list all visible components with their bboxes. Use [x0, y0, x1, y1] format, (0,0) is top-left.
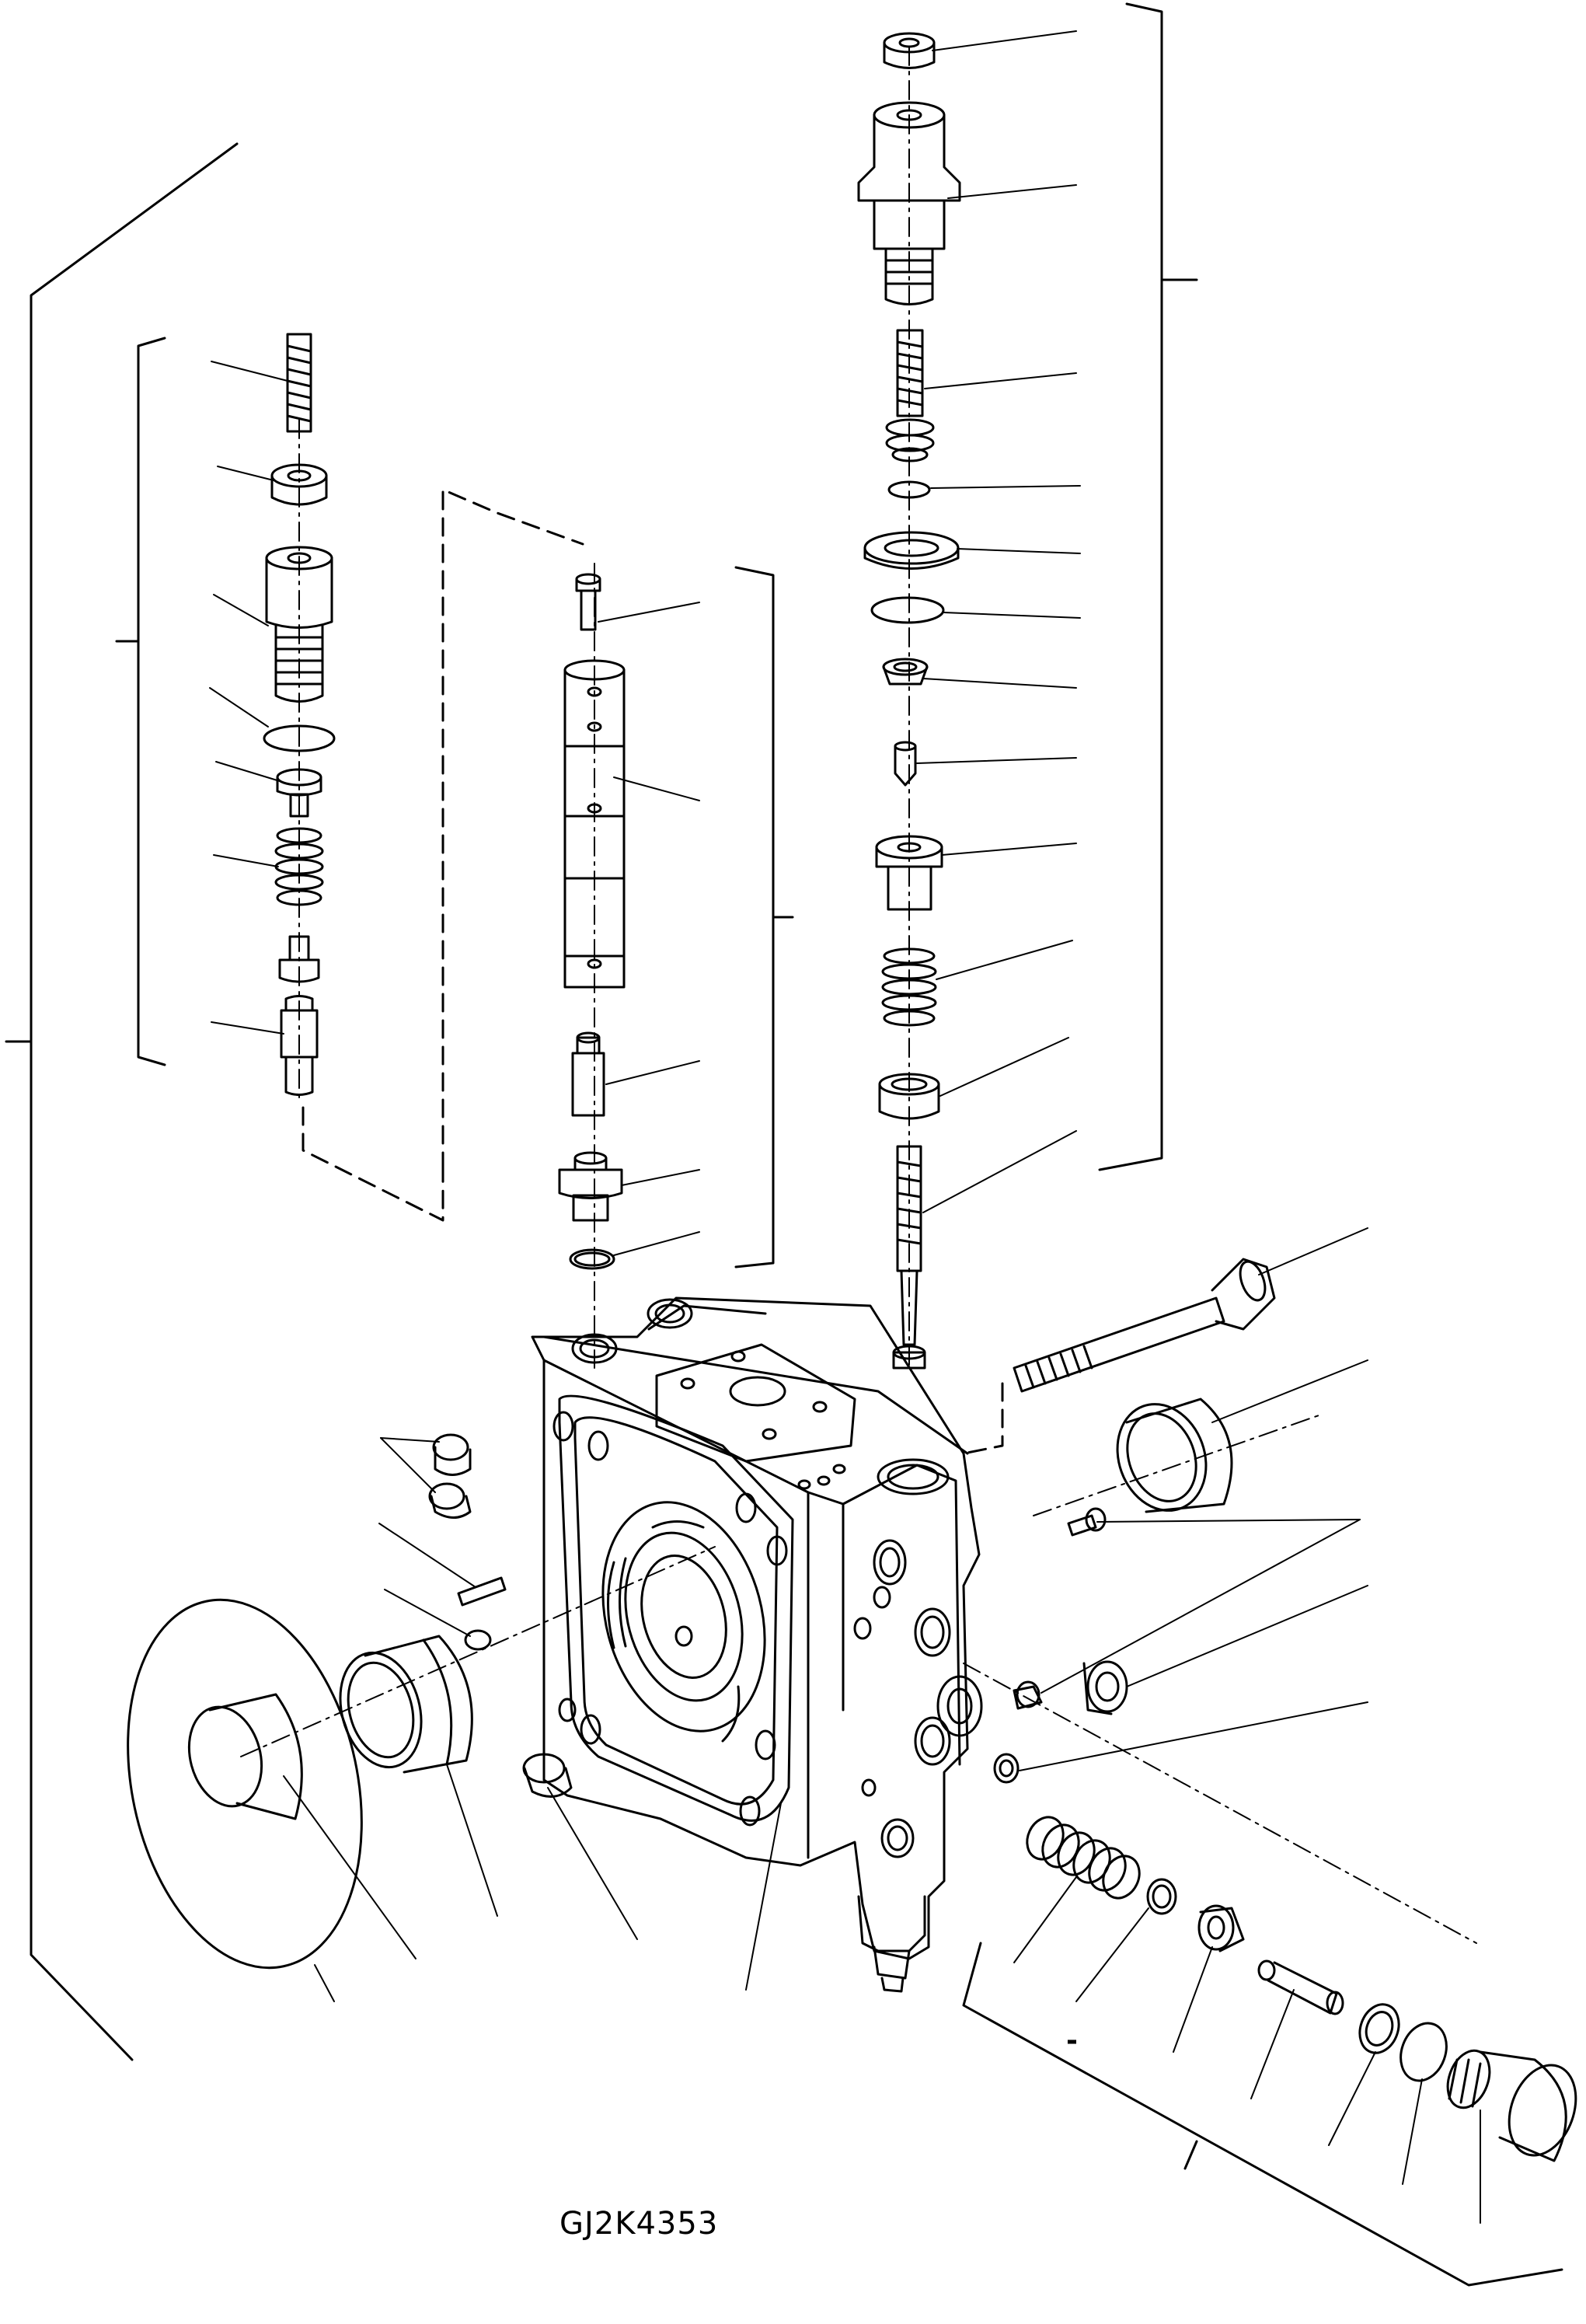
- bushing-left: [339, 1635, 473, 1774]
- right-small-parts: [993, 1507, 1128, 1784]
- backup-o-ring: [1358, 2003, 1400, 2054]
- center-bracket: [734, 566, 775, 1268]
- bottom-plug-left: [522, 1753, 573, 1798]
- drawing-number: GJ2K4353: [559, 2206, 719, 2242]
- axis-left-bushing: [240, 1546, 716, 1757]
- seat: [882, 658, 929, 686]
- spring-guide: [875, 835, 943, 911]
- o-ring: [887, 480, 931, 499]
- retainer: [878, 1073, 940, 1120]
- valve-seat: [278, 935, 320, 983]
- small-o-ring: [464, 1629, 492, 1651]
- backup-ring: [870, 596, 945, 624]
- plunger: [571, 1031, 605, 1117]
- poppet: [276, 768, 322, 818]
- cone-poppet: [894, 741, 917, 787]
- washer: [863, 531, 960, 570]
- small-nut: [993, 1753, 1020, 1784]
- dowel-pin: [457, 1576, 507, 1607]
- plug-a: [432, 1433, 472, 1476]
- group-brackets: [5, 2, 1563, 2287]
- long-bolt: [1013, 1258, 1276, 1393]
- hex-nut: [270, 463, 328, 506]
- axis-lines: [240, 46, 1477, 1944]
- needle-stem: [892, 1145, 926, 1370]
- valve-body: [531, 1296, 983, 1993]
- o-ring: [263, 724, 336, 752]
- dashed-link-right: [962, 1382, 1004, 1455]
- cap-plug: [1446, 2049, 1577, 2162]
- plug-body: [265, 546, 333, 703]
- leader-lines: [209, 30, 1481, 2224]
- stud-bolt: [286, 333, 312, 433]
- spring-coil: [1026, 1816, 1141, 1900]
- disk-cover: [127, 1598, 363, 1970]
- small-screw-top: [1067, 1507, 1107, 1537]
- spring: [881, 947, 937, 1027]
- pin-poppet: [1257, 1959, 1344, 2015]
- left-small-bracket: [137, 337, 166, 1066]
- pin: [575, 573, 601, 631]
- cap-seat: [558, 1151, 623, 1222]
- cap-nut: [883, 32, 936, 69]
- thin-seal: [1400, 2022, 1448, 2082]
- bottom-right-bracket-tick: [1183, 2140, 1198, 2170]
- left-main-bracket: [30, 142, 239, 2061]
- poppet-cap: [1197, 1904, 1245, 1952]
- inner-bushing: [187, 1693, 303, 1820]
- right-valve-stack: [857, 32, 961, 1370]
- bottom-right-valve-stack: [1026, 1816, 1577, 2162]
- adjust-screw: [885, 329, 935, 462]
- dashed-link-left: [302, 1106, 444, 1222]
- sleeve: [1116, 1398, 1233, 1513]
- small-plugs-left: [428, 1433, 507, 1651]
- ring: [1146, 1878, 1177, 1915]
- plug-b: [428, 1482, 472, 1519]
- spool: [563, 659, 626, 989]
- minus-mark: -: [1066, 2025, 1078, 2057]
- left-valve-stack: [263, 333, 336, 1096]
- o-ring: [569, 1248, 615, 1270]
- axis-bottom-right: [963, 1663, 1477, 1944]
- right-upper-bracket: [1098, 2, 1163, 1171]
- plug-housing: [857, 101, 961, 305]
- socket-screw: [1013, 1680, 1043, 1710]
- bottom-right-bracket: [962, 1942, 1563, 2287]
- axis-right-sleeve: [1033, 1414, 1322, 1516]
- dashed-link-center: [441, 488, 584, 1171]
- plug-cap-right: [1082, 1660, 1128, 1715]
- center-valve-stack: [558, 573, 626, 1270]
